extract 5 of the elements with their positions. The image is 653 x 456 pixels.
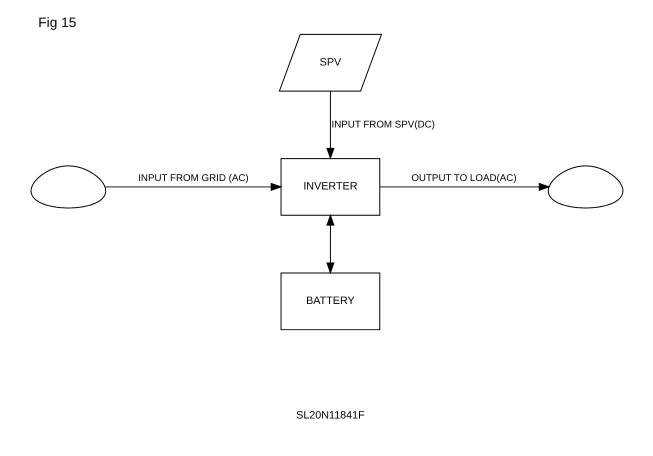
edge-label: INPUT FROM SPV(DC): [330, 119, 434, 130]
label: SL20N11841F: [296, 409, 364, 422]
edge-label: INPUT FROM GRID (AC): [138, 173, 248, 184]
diagram-title: Fig 15: [38, 14, 76, 30]
edge-label: OUTPUT TO LOAD(AC): [410, 173, 516, 184]
